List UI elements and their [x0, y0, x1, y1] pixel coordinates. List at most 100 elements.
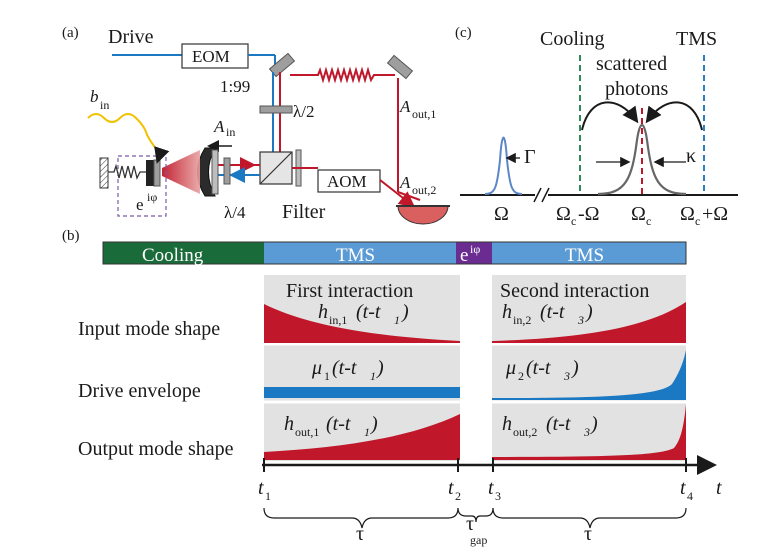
- svg-text:(t-t: (t-t: [546, 413, 571, 435]
- h-in2-shape: [492, 302, 686, 343]
- bar-tms-1: [264, 242, 456, 264]
- filter-label: Filter: [282, 201, 326, 223]
- bar-phase: [456, 242, 492, 264]
- gamma-label: Γ: [524, 146, 536, 168]
- svg-text:h: h: [318, 301, 328, 323]
- h-in2-formula: h in,2 (t-t 3 ): [502, 301, 593, 327]
- red-delay-coil: [290, 66, 395, 84]
- tick-label-t2: t 2: [448, 477, 461, 503]
- mu1-shape: [264, 387, 460, 398]
- a-out1-label: A: [399, 97, 411, 116]
- mu2-shape: [492, 350, 686, 400]
- panel-a-label: (a): [62, 25, 79, 41]
- mechanical-frame: [117, 155, 167, 217]
- membrane-mount: [153, 159, 161, 187]
- membrane: [146, 160, 154, 186]
- svg-text:): ): [585, 301, 593, 323]
- brace-tau-2: [492, 507, 687, 529]
- tau-gap-sub: gap: [470, 533, 487, 547]
- omega-c-label: Ω: [631, 203, 646, 225]
- svg-text:h: h: [502, 301, 512, 323]
- photons-label-bound: photons: [605, 78, 669, 100]
- svg-text:μ: μ: [505, 357, 516, 379]
- pbs-diagonal: [259, 151, 293, 185]
- omega-c-plus-sub: c: [695, 214, 700, 228]
- bar-tms-2: [492, 242, 686, 264]
- panel-c-label: (c): [455, 25, 472, 41]
- mu2-formula: μ 2 (t-t 3 ): [505, 357, 579, 383]
- svg-text:3: 3: [495, 489, 501, 503]
- splitter-ratio-label: 1:99: [220, 77, 250, 96]
- svg-text:(t-t: (t-t: [356, 301, 381, 323]
- svg-text:): ): [590, 413, 598, 435]
- half-wave-label: λ/2: [293, 102, 314, 121]
- tick-label-t3: t 3: [488, 477, 501, 503]
- axis-break-2: [541, 187, 550, 203]
- a-out1-sub: out,1: [412, 107, 436, 121]
- panel-b: (b) Cooling TMS e iφ TMS First interacti…: [62, 228, 722, 547]
- bar-phase-sup: iφ: [470, 242, 480, 256]
- bar-tms1-label: TMS: [336, 245, 375, 266]
- bar-phase-label: e: [460, 245, 468, 266]
- top-right-mirror: [386, 54, 414, 80]
- phase-label: e: [136, 195, 144, 214]
- svg-text:4: 4: [687, 489, 693, 503]
- row-output-label: Output mode shape: [78, 438, 234, 460]
- omega-c-minus-label: Ω: [556, 203, 571, 225]
- svg-text:(t-t: (t-t: [526, 357, 551, 379]
- half-wave-plate: [259, 105, 293, 114]
- tau-gap-label: τ: [466, 513, 474, 535]
- svg-text:μ: μ: [311, 357, 322, 379]
- axis-break-1: [533, 187, 542, 203]
- panel-a: (a) Drive EOM 1:99 A out,1 λ/2 Filter: [62, 25, 450, 225]
- svg-text:): ): [401, 301, 409, 323]
- svg-text:in,2: in,2: [513, 313, 531, 327]
- panel-c: (c) Cooling TMS scattered photons Γ κ Ω …: [455, 25, 738, 228]
- wall: [99, 157, 109, 189]
- cavity-mode: [162, 150, 200, 194]
- drive-label: Drive: [108, 26, 154, 48]
- a-in-sub: in: [226, 125, 235, 139]
- cavity-mirror-mount: [211, 149, 219, 195]
- bar-tms2-label: TMS: [565, 245, 604, 266]
- svg-text:h: h: [284, 413, 294, 435]
- bar-cooling-label: Cooling: [142, 245, 204, 266]
- svg-text:1: 1: [364, 425, 370, 439]
- time-ticks: [263, 458, 687, 472]
- tms-label: TMS: [676, 28, 717, 50]
- h-out1-shape: [264, 414, 460, 460]
- b-in-wavy-arrow: [87, 113, 170, 164]
- tick-label-t1: t 1: [258, 477, 271, 503]
- spring: [108, 163, 146, 180]
- h-in1-shape: [264, 304, 460, 343]
- row-drive-label: Drive envelope: [78, 380, 201, 402]
- h-out1-formula: h out,1 (t-t 1 ): [284, 413, 378, 439]
- tick-label-t4: t 4: [680, 477, 693, 503]
- svg-text:t: t: [448, 477, 454, 499]
- omega-c-plus-label: Ω: [680, 203, 695, 225]
- svg-text:3: 3: [563, 369, 570, 383]
- svg-text:(t-t: (t-t: [326, 413, 351, 435]
- mechanical-resonance: [484, 136, 523, 195]
- b-in-label: b: [90, 87, 99, 106]
- svg-text:1: 1: [265, 489, 271, 503]
- a-out2-beam: [379, 179, 416, 208]
- omega-label: Ω: [494, 203, 509, 225]
- cavity-resonance: [597, 123, 687, 196]
- tau-2-label: τ: [584, 523, 592, 545]
- second-interaction-panel: [492, 275, 686, 461]
- row-input-label: Input mode shape: [78, 318, 220, 340]
- eom-label: EOM: [192, 47, 230, 66]
- svg-text:1: 1: [324, 369, 330, 383]
- svg-text:): ): [376, 357, 384, 379]
- omega-c-minus-sub: c: [571, 214, 576, 228]
- bar-cooling: [103, 242, 264, 264]
- omega-c-sub: c: [646, 214, 651, 228]
- svg-text:t: t: [680, 477, 686, 499]
- svg-text:t: t: [488, 477, 494, 499]
- a-in-label: A: [213, 117, 225, 136]
- h-out2-shape: [492, 404, 686, 460]
- svg-text:out,2: out,2: [513, 425, 537, 439]
- a-out2-sub: out,2: [412, 183, 436, 197]
